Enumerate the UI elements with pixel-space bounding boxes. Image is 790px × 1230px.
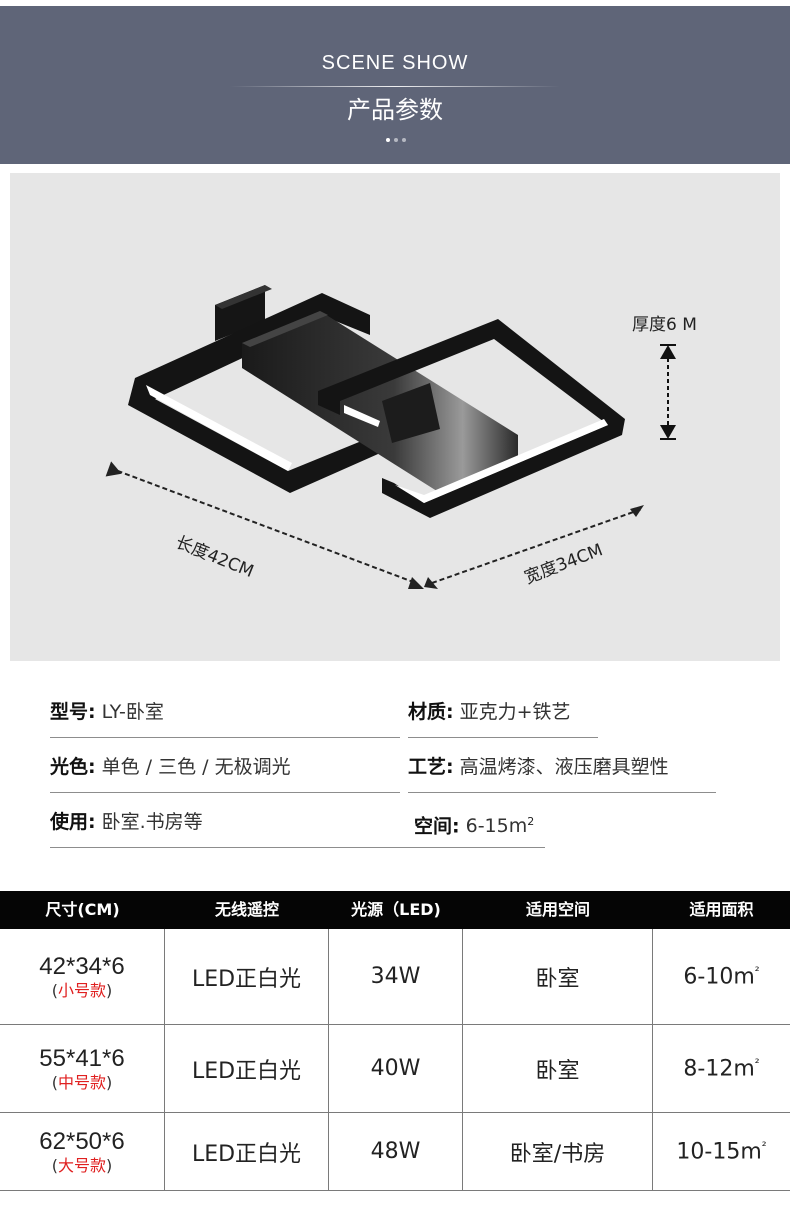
header-light-source: 光源（LED) (351, 900, 441, 919)
spec-light-color: 光色:单色 / 三色 / 无极调光 (50, 745, 400, 793)
size-value: 55*41*6 (39, 1044, 125, 1072)
left-frame (128, 293, 430, 493)
pager-dot (386, 138, 390, 142)
cell-room: 卧室 (463, 1025, 653, 1112)
cell-room: 卧室 (463, 929, 653, 1024)
cell-area: 8-12m² (653, 1025, 790, 1112)
spec-key: 型号: (50, 701, 96, 723)
model-bracket: ) (106, 1155, 113, 1175)
area-sup: ² (761, 1138, 767, 1153)
cell-power: 34W (329, 929, 463, 1024)
spec-key: 工艺: (408, 756, 454, 778)
cell-area: 6-10m² (653, 929, 790, 1024)
size-value: 42*34*6 (39, 952, 125, 980)
spec-table: 尺寸(CM) 无线遥控 光源（LED) 适用空间 适用面积 42*34*6 (小… (0, 891, 790, 1191)
thickness-label: 厚度6 M (632, 315, 697, 335)
table-row: 42*34*6 (小号款) LED正白光 34W 卧室 6-10m² (0, 929, 790, 1025)
area-sup: ² (754, 963, 760, 978)
spec-key: 光色: (50, 756, 96, 778)
header-room: 适用空间 (525, 900, 590, 919)
center-bar (242, 311, 518, 493)
cell-size: 42*34*6 (小号款) (0, 929, 165, 1024)
model-bracket: ( (51, 1072, 58, 1092)
thickness-arrow (660, 344, 676, 440)
model-tag: (小号款) (52, 981, 113, 1001)
spec-key: 空间: (414, 815, 460, 838)
model-tag: (大号款) (52, 1156, 113, 1176)
cell-remote: LED正白光 (165, 1113, 329, 1190)
connector-block (382, 383, 440, 443)
spec-craft: 工艺:高温烤漆、液压磨具塑性 (408, 745, 716, 793)
pager-dot (394, 138, 398, 142)
spec-model: 型号:LY-卧室 (50, 690, 400, 738)
size-value: 62*50*6 (39, 1127, 125, 1155)
spec-key: 材质: (408, 701, 454, 723)
spec-value: 高温烤漆、液压磨具塑性 (459, 756, 669, 778)
right-frame (318, 319, 625, 518)
mount-block (215, 285, 272, 341)
cell-remote: LED正白光 (165, 929, 329, 1024)
cell-area: 10-15m² (653, 1113, 790, 1190)
spec-value: LY-卧室 (101, 701, 164, 723)
spec-value: 亚克力+铁艺 (459, 701, 571, 723)
spec-value: 单色 / 三色 / 无极调光 (101, 756, 291, 778)
width-arrow (424, 505, 644, 589)
area-value: 8-12m (683, 1056, 755, 1082)
area-value: 6-10m (683, 964, 755, 990)
header-banner: SCENE SHOW 产品参数 (0, 6, 790, 164)
cell-size: 62*50*6 (大号款) (0, 1113, 165, 1190)
model-name: 大号款 (57, 1155, 106, 1175)
table-row: 55*41*6 (中号款) LED正白光 40W 卧室 8-12m² (0, 1025, 790, 1113)
spec-material: 材质:亚克力+铁艺 (408, 690, 598, 738)
cell-room: 卧室/书房 (463, 1113, 653, 1190)
cell-power: 48W (329, 1113, 463, 1190)
spec-space: 空间:6-15m2 (400, 800, 545, 848)
spec-key: 使用: (50, 811, 96, 833)
lamp-illustration (105, 285, 676, 589)
spec-usage: 使用:卧室.书房等 (50, 800, 400, 848)
model-bracket: ( (51, 980, 58, 1000)
model-bracket: ) (106, 1072, 113, 1092)
model-bracket: ( (51, 1155, 58, 1175)
title-cn: 产品参数 (347, 96, 443, 124)
model-tag: (中号款) (52, 1073, 113, 1093)
pager-dot (402, 138, 406, 142)
product-figure: 厚度6 M 长度42CM 宽度34CM (10, 173, 780, 661)
model-name: 小号款 (57, 980, 106, 1000)
cell-power: 40W (329, 1025, 463, 1112)
table-row: 62*50*6 (大号款) LED正白光 48W 卧室/书房 10-15m² (0, 1113, 790, 1191)
model-bracket: ) (106, 980, 113, 1000)
spec-value: 卧室.书房等 (101, 811, 203, 833)
title-en: SCENE SHOW (321, 52, 469, 74)
header-remote: 无线遥控 (214, 900, 279, 919)
table-header: 尺寸(CM) 无线遥控 光源（LED) 适用空间 适用面积 (0, 891, 790, 929)
length-arrow (105, 461, 424, 589)
model-name: 中号款 (57, 1072, 106, 1092)
pager-dots (386, 138, 406, 142)
cell-remote: LED正白光 (165, 1025, 329, 1112)
area-sup: ² (754, 1055, 760, 1070)
cell-size: 55*41*6 (中号款) (0, 1025, 165, 1112)
spec-value: 6-15m (465, 815, 528, 838)
title-divider (230, 86, 560, 87)
header-size: 尺寸(CM) (45, 900, 120, 919)
area-value: 10-15m (676, 1139, 762, 1165)
spec-value-sup: 2 (527, 815, 535, 828)
header-area: 适用面积 (689, 900, 754, 919)
